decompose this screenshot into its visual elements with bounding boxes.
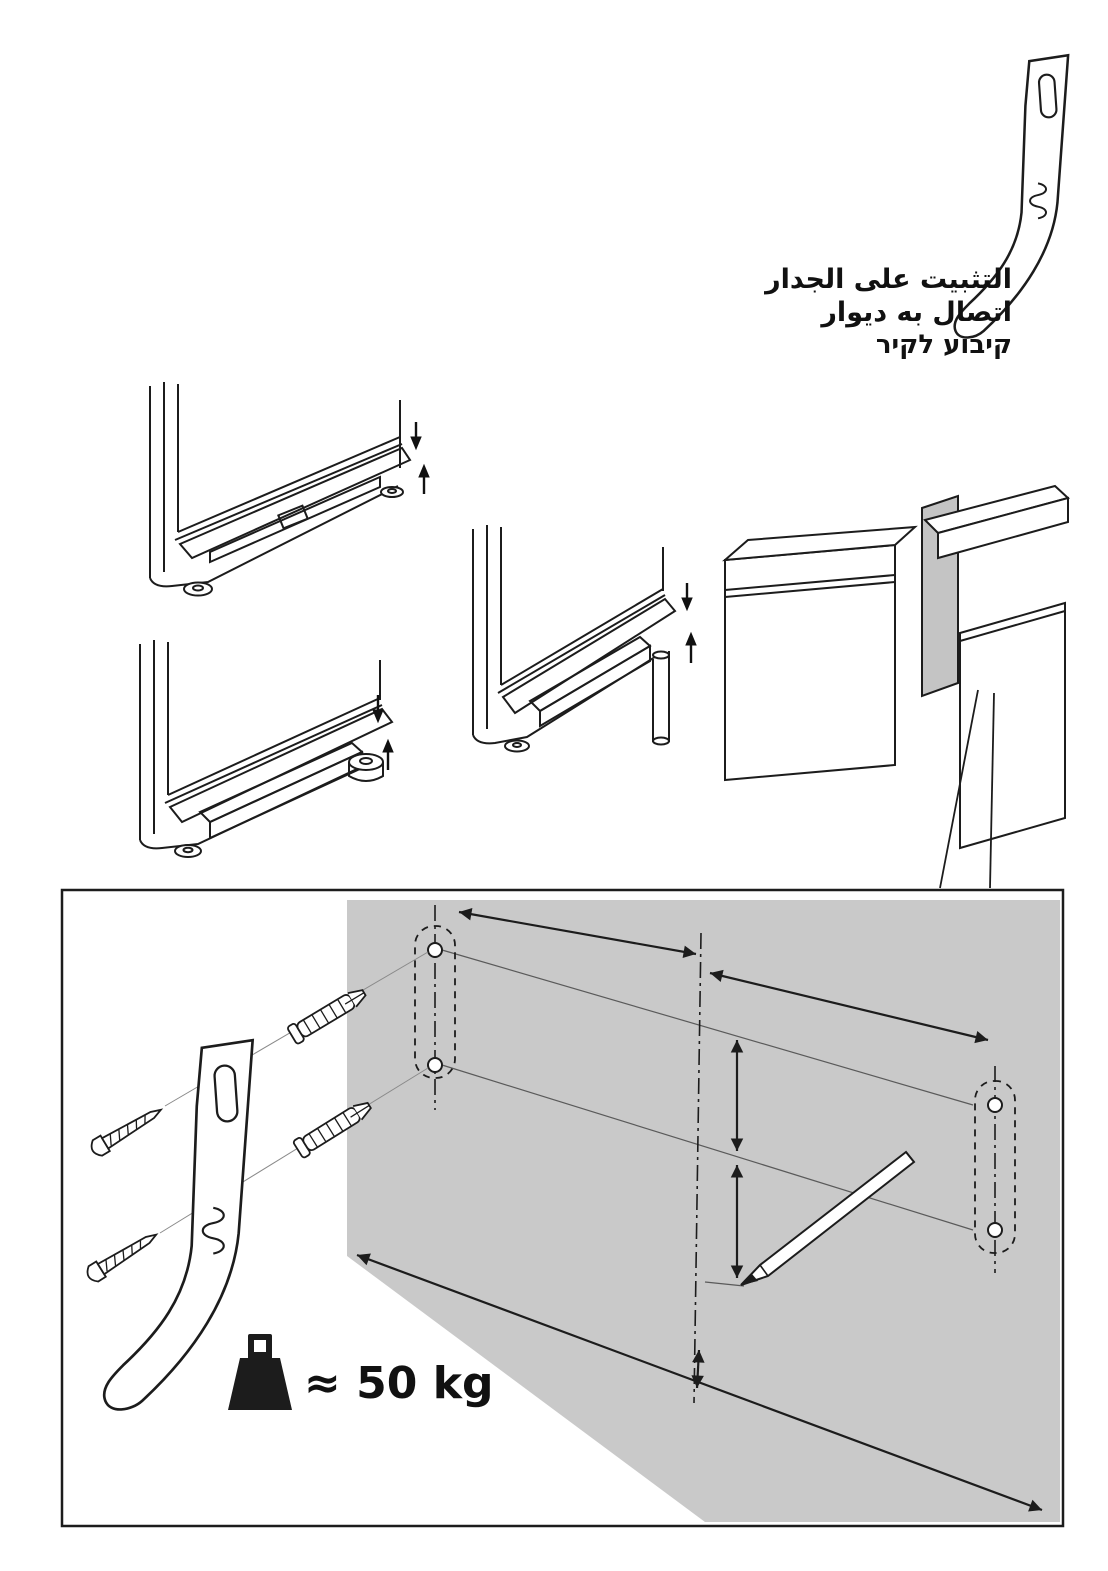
caption-hebrew: קיבוע לקיר — [875, 329, 1012, 360]
drill-hole-icon — [427, 942, 443, 958]
adjust-arrows — [410, 422, 430, 494]
appliance-base-adjust-illustration-1 — [149, 382, 430, 597]
appliance-base-adjust-illustration-2 — [139, 640, 394, 858]
adjust-arrows — [681, 583, 697, 663]
pencil-icon — [740, 1150, 916, 1286]
cabinet-corner-illustration — [722, 484, 1070, 889]
bracket-slot-hole — [1037, 73, 1058, 119]
drill-hole-icon — [987, 1222, 1003, 1238]
wall-bracket-icon — [953, 53, 1070, 339]
drill-template-left — [414, 905, 456, 1110]
drill-hole-icon — [427, 1057, 443, 1073]
adjust-arrows — [372, 695, 394, 770]
weight-icon — [228, 1334, 292, 1410]
weight-label: ≈ 50 kg — [304, 1358, 494, 1409]
wall-mount-caption: التثبيت على الجدار اتصال به دیوار קיבוע … — [690, 264, 1012, 362]
wall-mounting-detail-diagram: ≈ 50 kg — [60, 888, 1065, 1528]
wall-bracket-detail-icon — [102, 1038, 255, 1411]
drill-template-right — [974, 1066, 1016, 1273]
dimension-arrows — [356, 908, 1043, 1512]
callout-lines — [939, 689, 995, 889]
caption-arabic: التثبيت على الجدار — [765, 264, 1012, 295]
appliance-base-adjust-illustration-3 — [472, 525, 697, 753]
bracket-grip-ridges — [1029, 182, 1047, 220]
drill-hole-icon — [987, 1097, 1003, 1113]
caption-persian: اتصال به دیوار — [821, 296, 1012, 328]
